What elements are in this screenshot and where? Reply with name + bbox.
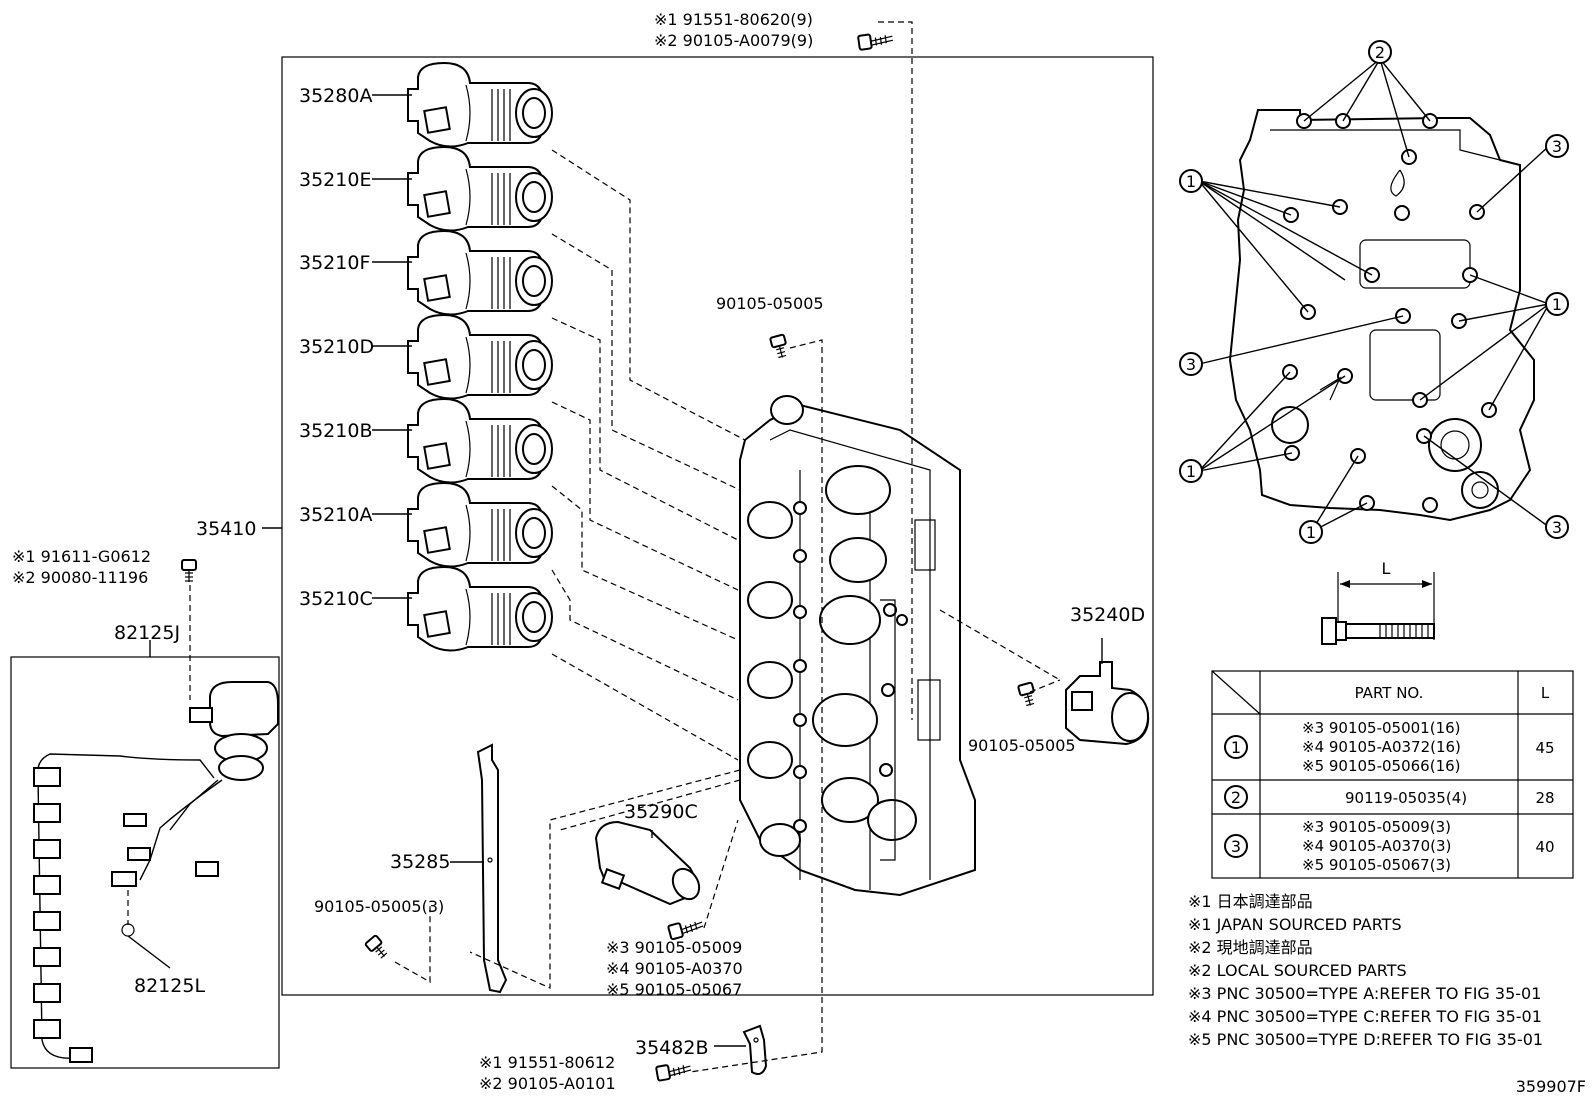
note-2: ※1 JAPAN SOURCED PARTS xyxy=(1188,915,1402,934)
marker-3-left: 3 xyxy=(1186,355,1196,374)
label-35280A: 35280A xyxy=(299,85,372,107)
assembly-frame xyxy=(281,56,1154,996)
label-bolt-left-bottom: 90105-05005(3) xyxy=(314,897,444,916)
marker-3-right-bottom: 3 xyxy=(1552,518,1562,537)
bolt-top-right xyxy=(857,30,895,51)
table-row1-key: 1 xyxy=(1231,738,1241,757)
bolt-35290C xyxy=(667,916,706,941)
valve-body xyxy=(739,395,976,897)
bolt-harness xyxy=(181,559,197,583)
marker-1-left-bottom: 1 xyxy=(1186,462,1196,481)
table-row3-part3: ※5 90105-05067(3) xyxy=(1302,856,1451,874)
solenoid-35210E xyxy=(407,146,553,232)
note-4: ※2 LOCAL SOURCED PARTS xyxy=(1188,961,1407,980)
table-row1-len: 45 xyxy=(1535,739,1554,757)
table-header-len: L xyxy=(1541,684,1550,702)
table-row1-part1: ※3 90105-05001(16) xyxy=(1302,719,1461,737)
solenoid-35210B xyxy=(407,398,553,484)
bolt-35240D xyxy=(1017,681,1039,709)
table-row2-len: 28 xyxy=(1535,789,1554,807)
marker-circles xyxy=(1179,40,1569,544)
bolt-bottom xyxy=(655,1060,693,1082)
length-bolt xyxy=(1321,572,1435,645)
marker-numbers: 2 1 3 1 3 1 3 1 xyxy=(1186,43,1562,542)
label-detent: 35482B xyxy=(635,1037,708,1059)
label-solenoid-d: 35240D xyxy=(1070,604,1145,626)
label-35210E: 35210E xyxy=(299,169,371,191)
plate-35285 xyxy=(476,743,508,994)
callout-bottom-bolt-2: ※2 90105-A0101 xyxy=(479,1074,616,1093)
table-row1-part3: ※5 90105-05066(16) xyxy=(1302,757,1461,775)
label-35210C: 35210C xyxy=(299,588,373,610)
callout-top-bolt-2: ※2 90105-A0079(9) xyxy=(654,31,813,50)
solenoid-35210D xyxy=(407,314,553,400)
note-3: ※2 現地調達部品 xyxy=(1188,938,1313,957)
marker-1-bottom: 1 xyxy=(1306,523,1316,542)
label-35210F: 35210F xyxy=(299,252,370,274)
note-1: ※1 日本調達部品 xyxy=(1188,892,1313,911)
marker-2-top: 2 xyxy=(1375,43,1385,62)
solenoid-dashed-guides xyxy=(551,149,746,761)
plate-view xyxy=(1228,109,1535,522)
figure-id: 359907F xyxy=(1516,1077,1586,1096)
solenoid-35210F xyxy=(407,230,553,316)
solenoid-35210A xyxy=(407,482,553,568)
bolt-dashed-guides xyxy=(127,21,1061,1073)
table-row3-len: 40 xyxy=(1535,838,1554,856)
label-assembly: 35410 xyxy=(196,518,256,540)
callout-harness-bolt-1: ※1 91611-G0612 xyxy=(12,547,151,566)
harness-frame xyxy=(10,656,280,1069)
table-row3-part2: ※4 90105-A0370(3) xyxy=(1302,837,1451,855)
marker-3-right-top: 3 xyxy=(1552,137,1562,156)
label-35210D: 35210D xyxy=(299,336,374,358)
marker-1-right: 1 xyxy=(1552,295,1562,314)
label-plate: 35285 xyxy=(390,851,450,873)
label-harness: 82125J xyxy=(114,622,180,644)
note-7: ※5 PNC 30500=TYPE D:REFER TO FIG 35-01 xyxy=(1188,1030,1543,1049)
solenoid-35290C xyxy=(594,820,701,906)
label-35210B: 35210B xyxy=(299,420,372,442)
solenoid-35240D xyxy=(1065,661,1150,746)
label-clamp: 82125L xyxy=(134,975,205,997)
wire-harness xyxy=(33,681,279,1063)
solenoid-35210C xyxy=(407,566,553,652)
parts-table xyxy=(1211,670,1574,879)
clamp-leader xyxy=(127,935,171,969)
note-5: ※3 PNC 30500=TYPE A:REFER TO FIG 35-01 xyxy=(1188,984,1541,1003)
marker-leaders xyxy=(1198,58,1550,533)
table-row3-key: 3 xyxy=(1231,837,1241,856)
callout-c-bolt-4: ※4 90105-A0370 xyxy=(606,959,743,978)
callout-harness-bolt-2: ※2 90080-11196 xyxy=(12,568,148,587)
note-6: ※4 PNC 30500=TYPE C:REFER TO FIG 35-01 xyxy=(1188,1007,1542,1026)
table-row3-part1: ※3 90105-05009(3) xyxy=(1302,818,1451,836)
solenoid-leaders xyxy=(372,94,412,599)
label-bolt-top-center: 90105-05005 xyxy=(716,294,824,313)
table-row2-key: 2 xyxy=(1231,788,1241,807)
solenoid-35280A xyxy=(407,62,553,148)
label-solenoid-c: 35290C xyxy=(624,801,698,823)
marker-1-left-top: 1 xyxy=(1186,172,1196,191)
label-35210A: 35210A xyxy=(299,504,372,526)
callout-c-bolt-3: ※3 90105-05009 xyxy=(606,938,742,957)
table-header-part: PART NO. xyxy=(1355,684,1424,702)
callout-c-bolt-5: ※5 90105-05067 xyxy=(606,980,742,999)
length-label: L xyxy=(1382,559,1391,578)
label-bolt-right: 90105-05005 xyxy=(968,736,1076,755)
bolt-center-top xyxy=(769,333,791,361)
table-row2-part1: 90119-05035(4) xyxy=(1345,789,1467,807)
bolt-left-bottom xyxy=(364,934,391,962)
callout-bottom-bolt-1: ※1 91551-80612 xyxy=(479,1053,615,1072)
table-row1-part2: ※4 90105-A0372(16) xyxy=(1302,738,1461,756)
callout-top-bolt-1: ※1 91551-80620(9) xyxy=(654,10,813,29)
detent-35482B xyxy=(742,1024,768,1075)
